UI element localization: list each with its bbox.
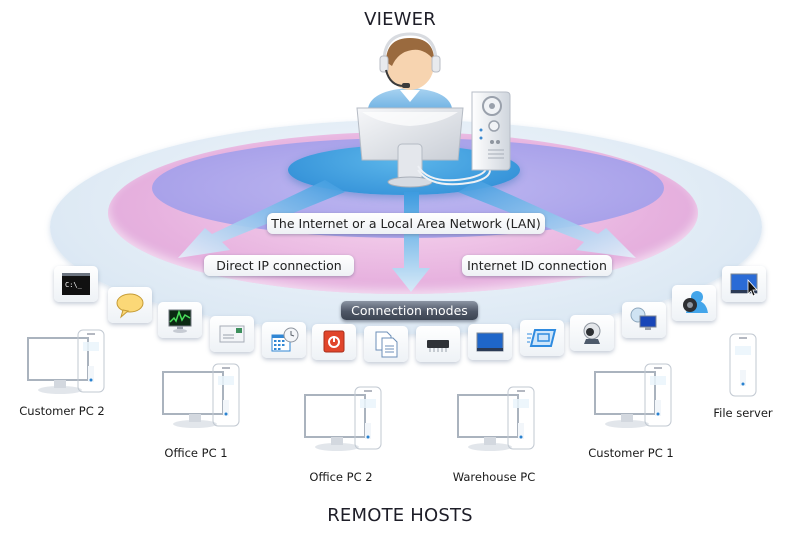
mode-tile-scheduler[interactable] xyxy=(262,322,306,358)
rdp-icon xyxy=(527,329,557,347)
power-icon xyxy=(323,330,345,353)
server-icon xyxy=(729,333,757,397)
host-warehouse-pc[interactable] xyxy=(450,385,550,467)
lan-label: The Internet or a Local Area Network (LA… xyxy=(267,213,545,234)
mode-tile-view-only[interactable] xyxy=(468,324,512,360)
mode-tile-voice-chat[interactable] xyxy=(672,285,716,321)
host-label: Warehouse PC xyxy=(452,470,536,484)
desktop-computer-icon xyxy=(162,363,240,428)
mode-tile-file-transfer[interactable] xyxy=(364,326,408,362)
webcam-icon xyxy=(583,322,601,344)
file-transfer-icon xyxy=(375,331,398,358)
mode-tile-inventory[interactable] xyxy=(210,316,254,352)
chat-bubble-icon xyxy=(116,293,144,319)
host-label: Customer PC 2 xyxy=(19,404,105,418)
viewer-title: VIEWER xyxy=(364,9,436,30)
host-label: Office PC 1 xyxy=(164,446,228,460)
viewer-tower-icon xyxy=(471,91,511,171)
internet-id-label: Internet ID connection xyxy=(462,255,612,276)
scheduler-icon xyxy=(271,327,299,352)
mode-tile-rdp[interactable] xyxy=(520,320,564,356)
desktop-computer-icon xyxy=(27,329,105,394)
mode-tile-hardware[interactable] xyxy=(416,326,460,362)
host-customer-pc-2[interactable] xyxy=(20,328,120,410)
desktop-computer-icon xyxy=(304,386,382,451)
svg-text:C:\_: C:\_ xyxy=(65,281,83,289)
direct-ip-label: Direct IP connection xyxy=(204,255,354,276)
mode-tile-power[interactable] xyxy=(312,324,356,360)
task-manager-icon xyxy=(168,309,192,333)
mode-tile-full-control[interactable] xyxy=(722,266,766,302)
host-file-server[interactable] xyxy=(724,332,764,406)
arrow-internet-id xyxy=(458,180,636,258)
mode-tile-webcam[interactable] xyxy=(570,315,614,351)
chip-icon xyxy=(427,340,449,352)
mode-tile-command-prompt[interactable]: C:\_ xyxy=(54,266,98,302)
connection-modes-label: Connection modes xyxy=(341,301,478,320)
arrow-lan xyxy=(392,192,430,292)
view-only-screen-icon xyxy=(476,332,504,352)
mode-tile-chat[interactable] xyxy=(108,287,152,323)
telnet-icon xyxy=(630,307,657,330)
host-customer-pc-1[interactable] xyxy=(587,362,687,444)
mode-tile-telnet[interactable] xyxy=(622,302,666,338)
full-control-icon xyxy=(730,273,758,297)
host-label: Customer PC 1 xyxy=(588,446,674,460)
host-office-pc-2[interactable] xyxy=(297,385,397,467)
voice-chat-icon xyxy=(683,291,708,313)
mode-tile-task-manager[interactable] xyxy=(158,302,202,338)
host-label: Office PC 2 xyxy=(309,470,373,484)
host-office-pc-1[interactable] xyxy=(155,362,255,444)
arrow-direct-ip xyxy=(178,180,345,258)
desktop-computer-icon xyxy=(457,386,535,451)
viewer-monitor-icon xyxy=(356,107,491,188)
desktop-computer-icon xyxy=(594,363,672,428)
remote-hosts-title: REMOTE HOSTS xyxy=(327,505,473,526)
command-prompt-icon: C:\_ xyxy=(62,273,90,295)
operator-icon xyxy=(368,32,452,118)
inventory-card-icon xyxy=(219,325,245,343)
host-label: File server xyxy=(713,406,773,420)
